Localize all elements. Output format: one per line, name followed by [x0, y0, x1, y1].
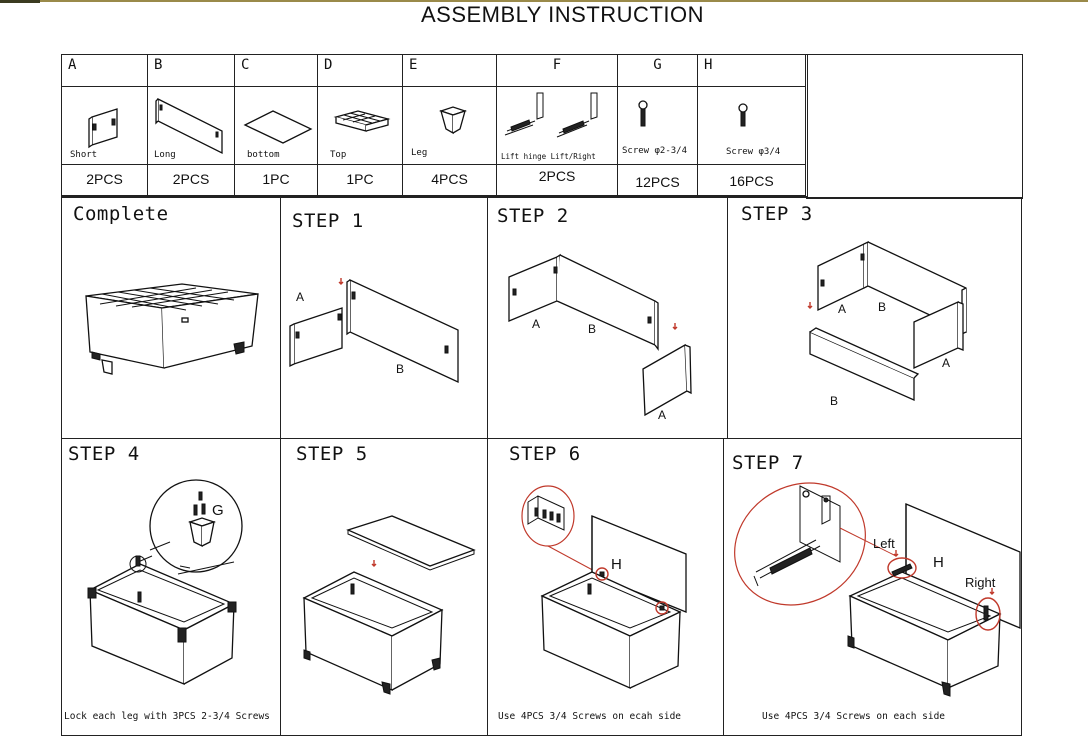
step1-title: STEP 1: [292, 210, 364, 232]
leg-icon: [438, 106, 468, 135]
top-rule: [0, 0, 1088, 2]
step2-title: STEP 2: [497, 205, 569, 227]
top-rule-mark: [0, 0, 40, 3]
part-image-d: Top: [318, 87, 403, 165]
col-divider-1a: [280, 197, 281, 736]
complete-bench-illustration: [85, 283, 259, 375]
part-qty-g: 12PCS: [618, 165, 698, 196]
top-cushion-icon: [333, 110, 391, 132]
step3-label-b2: B: [830, 394, 839, 408]
part-qty-h: 16PCS: [698, 165, 806, 196]
part-letter-a: A: [62, 55, 148, 87]
parts-table-right-frame: [806, 54, 1023, 199]
short-panel-icon: [88, 108, 118, 149]
part-name-h: Screw φ3/4: [726, 147, 781, 157]
step2-label-a1: A: [532, 317, 541, 331]
step3-label-a1: A: [838, 302, 847, 316]
part-image-c: bottom: [235, 87, 318, 165]
part-qty-d: 1PC: [318, 165, 403, 196]
part-name-b: Long: [154, 150, 176, 160]
step7-callout-right: Right: [965, 575, 996, 590]
step6-title: STEP 6: [509, 443, 581, 465]
step3-title: STEP 3: [741, 203, 813, 225]
part-name-a: Short: [70, 150, 98, 160]
part-image-a: Short: [62, 87, 148, 165]
step2-label-b: B: [588, 322, 597, 336]
part-qty-a: 2PCS: [62, 165, 148, 196]
part-letter-e: E: [403, 55, 497, 87]
step1-label-b: B: [396, 362, 405, 376]
part-image-b: Long: [148, 87, 235, 165]
step7-note: Use 4PCS 3/4 Screws on each side: [762, 711, 946, 722]
step5-illustration: [302, 515, 476, 695]
part-letter-b: B: [148, 55, 235, 87]
part-qty-f: 2PCS: [497, 165, 618, 196]
part-qty-c: 1PC: [235, 165, 318, 196]
part-qty-b: 2PCS: [148, 165, 235, 196]
step7-callout-left: Left: [873, 536, 895, 551]
part-qty-e: 4PCS: [403, 165, 497, 196]
step6-note: Use 4PCS 3/4 Screws on ecah side: [498, 711, 682, 722]
part-image-h: Screw φ3/4: [698, 87, 806, 165]
row-divider: [61, 438, 1022, 439]
step1-illustration: [289, 278, 459, 384]
col-divider-3a: [727, 197, 728, 438]
complete-title: Complete: [73, 203, 169, 225]
part-name-d: Top: [330, 150, 347, 160]
step4-title: STEP 4: [68, 443, 140, 465]
screw-short-icon: [738, 103, 748, 127]
col-divider-2b: [487, 438, 488, 736]
part-letter-c: C: [235, 55, 318, 87]
step4-illustration: [87, 479, 243, 685]
part-letter-d: D: [318, 55, 403, 87]
step7-title: STEP 7: [732, 452, 804, 474]
part-name-f: Lift hinge Lift/Right: [501, 152, 596, 161]
steps-grid: [61, 197, 1022, 736]
step5-title: STEP 5: [296, 443, 368, 465]
long-panel-icon: [155, 97, 223, 155]
page-title: ASSEMBLY INSTRUCTION: [420, 2, 704, 27]
part-image-g: Screw φ2-3/4: [618, 87, 698, 165]
step3-label-b1: B: [878, 300, 887, 314]
step1-label-a: A: [296, 290, 305, 304]
step4-callout-g: G: [212, 502, 224, 519]
step2-illustration: [508, 253, 692, 417]
part-name-e: Leg: [411, 148, 428, 158]
step3-label-a2: A: [942, 356, 951, 370]
part-letter-h: H: [698, 55, 806, 87]
part-letter-g: G: [618, 55, 698, 87]
screw-long-icon: [638, 100, 648, 127]
col-divider-3b: [723, 438, 724, 736]
lift-hinge-icon: [504, 92, 598, 138]
part-name-g: Screw φ2-3/4: [622, 146, 688, 156]
step7-callout-h: H: [933, 554, 944, 571]
step4-note: Lock each leg with 3PCS 2-3/4 Screws: [64, 711, 270, 722]
step7-illustration: [734, 482, 1021, 697]
step2-label-a2: A: [658, 408, 667, 422]
part-letter-f: F: [497, 55, 618, 87]
bottom-board-icon: [243, 110, 313, 144]
part-image-e: Leg: [403, 87, 497, 165]
step6-callout-h: H: [611, 556, 622, 573]
part-name-c: bottom: [247, 150, 280, 160]
step3-illustration: [807, 240, 967, 401]
part-image-f: Lift hinge Lift/Right: [497, 87, 618, 165]
parts-table: [61, 54, 808, 197]
step6-illustration: [521, 485, 687, 689]
col-divider-2a: [487, 197, 488, 438]
